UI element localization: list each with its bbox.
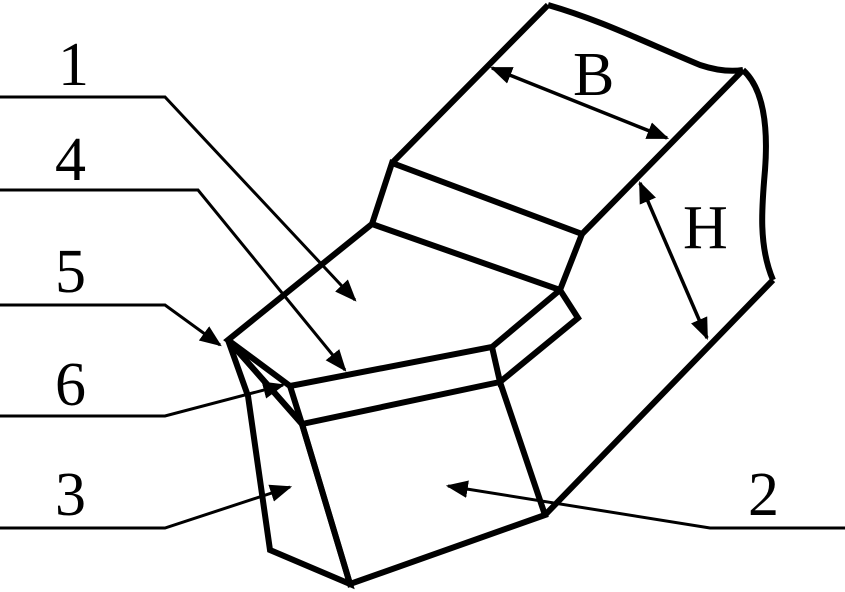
shank-top-right-edge — [579, 67, 746, 237]
callout-label-5: 5 — [55, 238, 86, 306]
text-labels: 1 4 5 6 3 2 B H — [55, 31, 779, 529]
leader-2 — [445, 480, 845, 530]
dimension-H-arrow — [638, 180, 709, 341]
callout-label-2: 2 — [748, 461, 779, 529]
dimension-B-arrow — [489, 66, 670, 140]
callout-label-6: 6 — [55, 351, 86, 419]
dimension-label-B: B — [573, 41, 614, 109]
callout-label-1: 1 — [58, 31, 89, 99]
dimension-label-H: H — [683, 194, 728, 262]
shank-outline — [389, 2, 744, 166]
leader-3 — [0, 484, 293, 530]
rake-face-outline — [223, 221, 562, 390]
leader-5 — [0, 303, 222, 347]
tool-head — [223, 221, 582, 590]
land-strip — [287, 379, 501, 428]
dimensions — [489, 66, 709, 341]
callout-label-4: 4 — [55, 126, 86, 194]
main-flank-face — [299, 381, 549, 588]
shank-bottom-edge — [542, 277, 776, 518]
neck-band — [368, 159, 586, 294]
edge-chamfer — [489, 288, 582, 388]
leader-6 — [0, 381, 286, 418]
leader-4 — [0, 188, 347, 372]
callout-label-3: 3 — [55, 461, 86, 529]
tip-edge — [225, 338, 305, 426]
leader-lines — [0, 95, 845, 530]
shank-back-edge — [740, 67, 776, 282]
leader-1 — [0, 95, 357, 302]
